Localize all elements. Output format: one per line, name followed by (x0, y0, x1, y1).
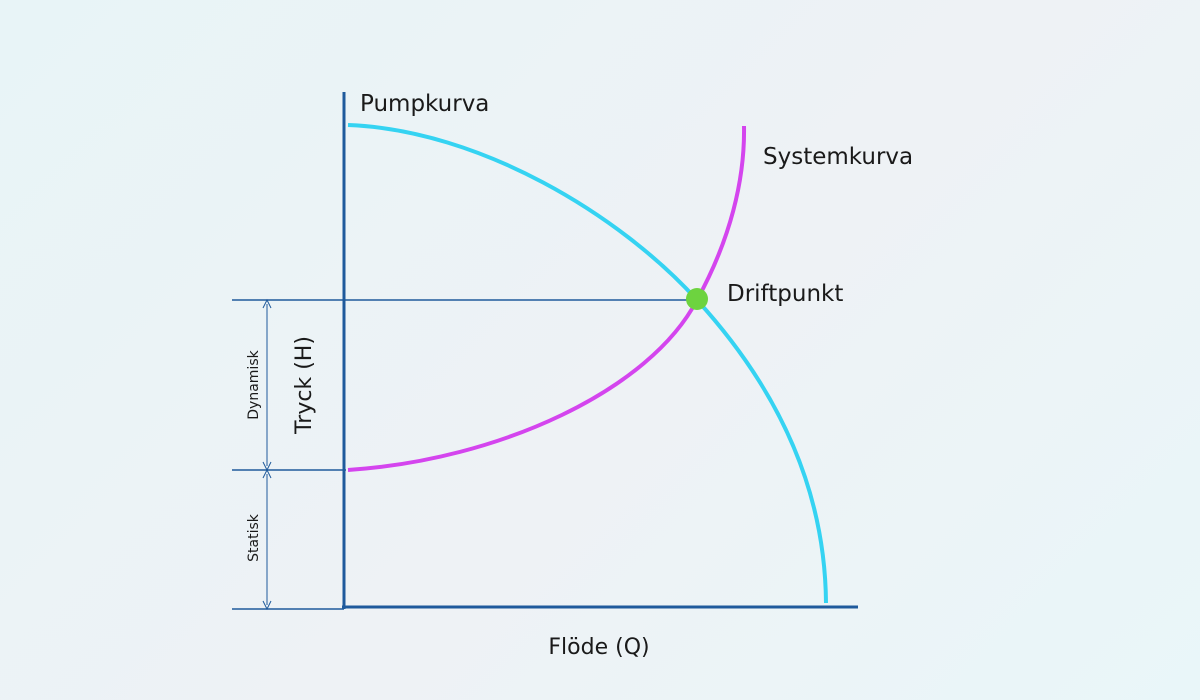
pump-curve (347, 123, 828, 604)
static-label: Statisk (246, 513, 262, 562)
pump-curve-label: Pumpkurva (360, 91, 489, 117)
y-axis-title: Tryck (H) (292, 336, 317, 435)
system-curve-label: Systemkurva (763, 144, 913, 170)
static-arrow-bottom (262, 600, 272, 611)
x-axis-title: Flöde (Q) (548, 635, 649, 660)
operating-point-label: Driftpunkt (727, 281, 843, 307)
static-arrow-top (262, 468, 272, 479)
dynamic-arrow-top (262, 298, 272, 309)
dynamic-label: Dynamisk (246, 349, 262, 419)
system-curve (347, 125, 747, 472)
operating-point-marker (686, 288, 708, 310)
